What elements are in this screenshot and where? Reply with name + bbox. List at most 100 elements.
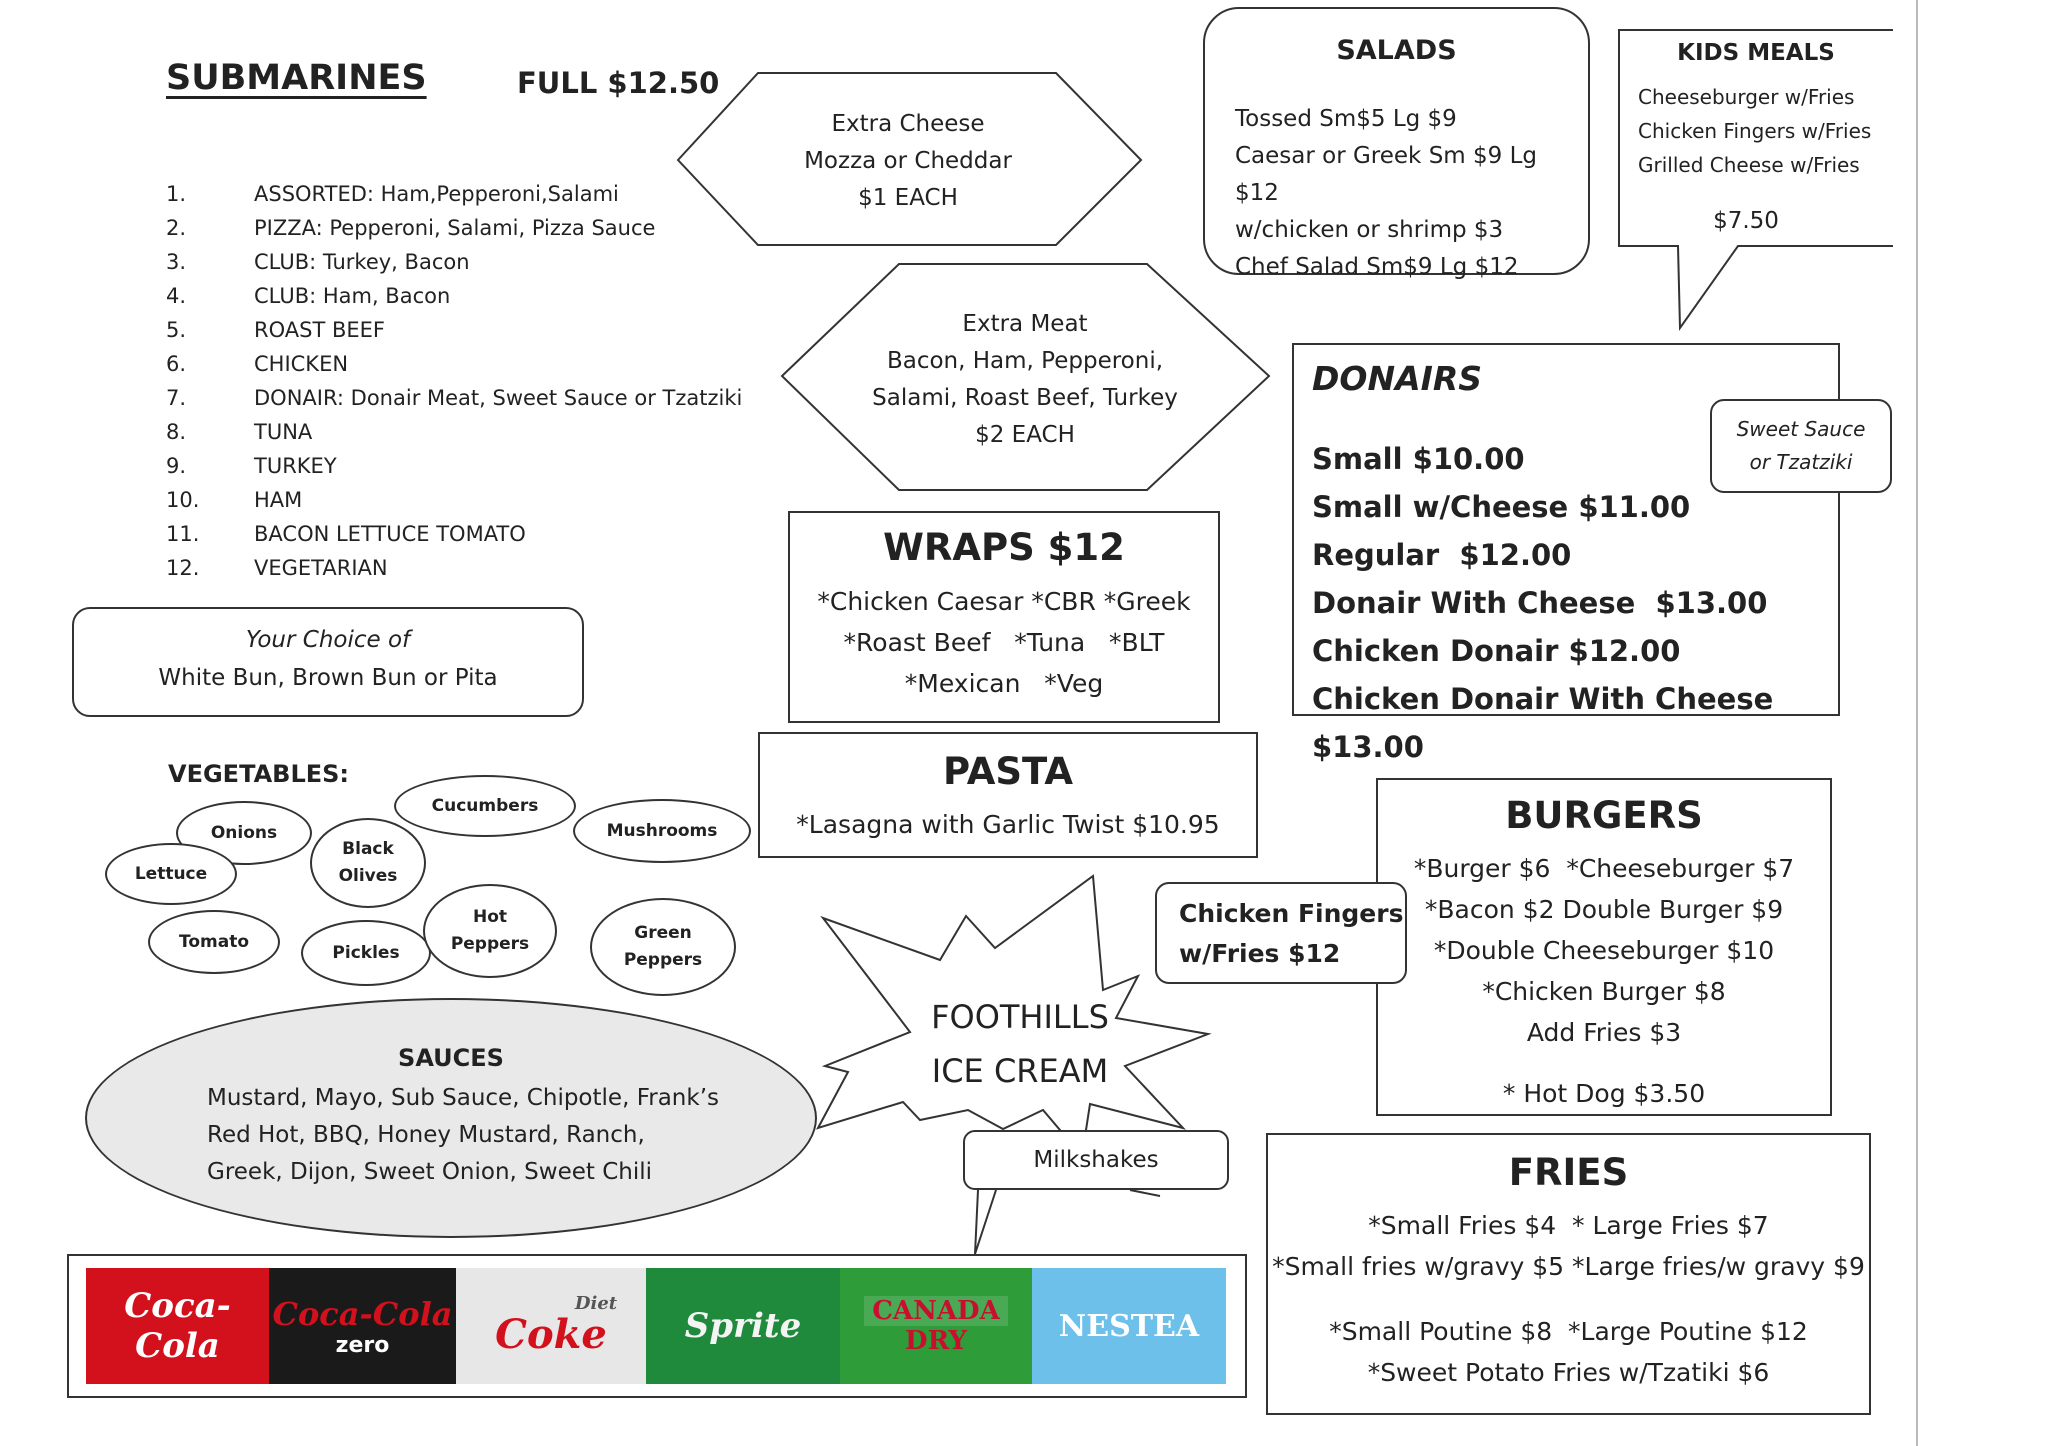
veg-cucumbers: Cucumbers: [394, 775, 576, 837]
item-number: 5.: [166, 318, 187, 342]
sprite-logo: Sprite: [646, 1268, 840, 1384]
coke-zero-logo: Coca-Cola zero: [269, 1268, 456, 1384]
burgers-box: BURGERS *Burger $6 *Cheeseburger $7 *Bac…: [1376, 778, 1832, 1116]
list-item: *Small Poutine $8 *Large Poutine $12: [1329, 1317, 1808, 1346]
veg-label: Olives: [338, 866, 398, 886]
wraps-line: *Mexican *Veg: [904, 669, 1104, 698]
list-item: Add Fries $3: [1526, 1018, 1682, 1047]
extra-meat-options: Bacon, Ham, Pepperoni,: [886, 348, 1164, 374]
coke-zero-logo-text: Coca-Cola: [272, 1294, 453, 1333]
list-item: 8. TUNA: [166, 415, 766, 449]
fries-box: FRIES *Small Fries $4 * Large Fries $7 *…: [1266, 1133, 1871, 1415]
list-item: Regular $12.00: [1312, 538, 1572, 572]
item-name: ASSORTED: Ham,Pepperoni,Salami: [254, 182, 619, 206]
extra-cheese-text: Extra Cheese Mozza or Cheddar $1 EACH: [758, 106, 1058, 217]
bun-choice-options: White Bun, Brown Bun or Pita: [158, 665, 498, 691]
list-item: 7.DONAIR: Donair Meat, Sweet Sauce or Tz…: [166, 381, 766, 415]
drinks-banner: Coca-Cola Coca-Cola zero Diet Coke Sprit…: [67, 1254, 1247, 1398]
list-item: 10.HAM: [166, 483, 766, 517]
list-item: 9. TURKEY: [166, 449, 766, 483]
ice-cream-line: ICE CREAM: [931, 1052, 1109, 1090]
list-item: *Double Cheeseburger $10: [1433, 936, 1775, 965]
pasta-item: *Lasagna with Garlic Twist $10.95: [796, 810, 1220, 839]
list-item: *Burger $6 *Cheeseburger $7: [1413, 854, 1795, 883]
sauces-title: SAUCES: [398, 1044, 504, 1072]
list-item: 1.ASSORTED: Ham,Pepperoni,Salami: [166, 177, 766, 211]
list-item: *Small fries w/gravy $5 *Large fries/w g…: [1272, 1252, 1865, 1281]
salads-box: SALADS Tossed Sm$5 Lg $9 Caesar or Greek…: [1203, 7, 1590, 280]
list-item: 6.CHICKEN: [166, 347, 766, 381]
canada-dry-logo: CANADA DRY: [840, 1268, 1032, 1384]
donairs-title: DONAIRS: [1312, 359, 1483, 398]
item-number: 6.: [166, 352, 187, 376]
canada-dry-logo-text: CANADA: [864, 1296, 1008, 1326]
wraps-title: WRAPS $12: [883, 526, 1125, 569]
coke-zero-logo-subtext: zero: [335, 1332, 390, 1358]
item-number: 10.: [166, 488, 200, 512]
extra-meat-title: Extra Meat: [962, 311, 1088, 337]
hot-dog-item: * Hot Dog $3.50: [1502, 1079, 1706, 1108]
chicken-fingers-line: Chicken Fingers: [1179, 899, 1404, 928]
milkshakes-bubble: Milkshakes: [963, 1130, 1229, 1190]
list-item: w/chicken or shrimp $3: [1235, 217, 1504, 243]
veg-label: Onions: [210, 822, 278, 843]
list-item: 4.CLUB: Ham, Bacon: [166, 279, 766, 313]
sprite-logo-text: Sprite: [684, 1306, 802, 1346]
wraps-list: *Chicken Caesar *CBR *Greek *Roast Beef …: [790, 581, 1218, 704]
sauces-list: Mustard, Mayo, Sub Sauce, Chipotle, Fran…: [207, 1080, 767, 1191]
list-item: Caesar or Greek Sm $9 Lg $12: [1235, 143, 1537, 206]
item-name: BACON LETTUCE TOMATO: [254, 522, 526, 546]
list-item: Chef Salad Sm$9 Lg $12: [1235, 254, 1519, 280]
item-name: TUNA: [254, 420, 313, 444]
list-item: 5. ROAST BEEF: [166, 313, 766, 347]
item-number: 2.: [166, 216, 187, 240]
item-number: 8.: [166, 420, 187, 444]
item-number: 9.: [166, 454, 187, 478]
ice-cream-line: FOOTHILLS: [931, 998, 1109, 1036]
kids-meals-list: Cheeseburger w/Fries Chicken Fingers w/F…: [1638, 80, 1871, 182]
sauces-line: Red Hot, BBQ, Honey Mustard, Ranch,: [207, 1122, 645, 1148]
extra-cheese-hexagon: [676, 72, 1143, 246]
sauce-note-line: or Tzatziki: [1749, 450, 1853, 474]
item-number: 11.: [166, 522, 200, 546]
veg-mushrooms: Mushrooms: [573, 799, 751, 863]
diet-coke-logo-text: Coke: [495, 1311, 607, 1358]
list-item: Donair With Cheese $13.00: [1312, 586, 1768, 620]
item-name: CLUB: Ham, Bacon: [254, 284, 451, 308]
list-item: Small w/Cheese $11.00: [1312, 490, 1691, 524]
veg-tomato: Tomato: [148, 910, 280, 974]
item-name: ROAST BEEF: [254, 318, 385, 342]
sauces-line: Mustard, Mayo, Sub Sauce, Chipotle, Fran…: [207, 1085, 719, 1111]
ice-cream-starburst: [815, 874, 1212, 1159]
item-name: VEGETARIAN: [254, 556, 388, 580]
veg-pickles: Pickles: [301, 920, 431, 986]
item-name: TURKEY: [254, 454, 337, 478]
sauces-ellipse: SAUCES Mustard, Mayo, Sub Sauce, Chipotl…: [85, 998, 817, 1238]
vegetables-label: VEGETABLES:: [168, 760, 350, 788]
milkshakes-label: Milkshakes: [1033, 1147, 1159, 1173]
donair-sauce-note: Sweet Sauce or Tzatziki: [1710, 399, 1892, 493]
veg-label: Peppers: [450, 934, 530, 954]
list-item: *Small Fries $4 * Large Fries $7: [1368, 1211, 1769, 1240]
veg-label: Peppers: [623, 950, 703, 970]
fries-title: FRIES: [1508, 1151, 1629, 1194]
extra-cheese-title: Extra Cheese: [831, 111, 985, 137]
list-item: Chicken Donair $12.00: [1312, 634, 1681, 668]
bun-choice-box: Your Choice of White Bun, Brown Bun or P…: [72, 607, 584, 717]
list-item: Cheeseburger w/Fries: [1638, 85, 1855, 109]
veg-label: Green: [634, 923, 692, 943]
bun-choice-heading: Your Choice of: [245, 627, 411, 653]
chicken-fingers-line: w/Fries $12: [1179, 939, 1341, 968]
wraps-line: *Roast Beef *Tuna *BLT: [843, 628, 1165, 657]
veg-label: Mushrooms: [606, 820, 718, 841]
kids-meals-title: KIDS MEALS: [1677, 40, 1835, 66]
item-name: CLUB: Turkey, Bacon: [254, 250, 470, 274]
diet-coke-logo-subtext: Diet: [574, 1293, 618, 1314]
extra-meat-options: Salami, Roast Beef, Turkey: [872, 385, 1178, 411]
veg-lettuce: Lettuce: [105, 843, 237, 905]
list-item: Grilled Cheese w/Fries: [1638, 153, 1860, 177]
list-item: *Chicken Burger $8: [1482, 977, 1726, 1006]
item-name: PIZZA: Pepperoni, Salami, Pizza Sauce: [254, 216, 656, 240]
veg-label: Black: [342, 839, 394, 859]
chicken-fingers-box: Chicken Fingers w/Fries $12: [1155, 882, 1407, 984]
